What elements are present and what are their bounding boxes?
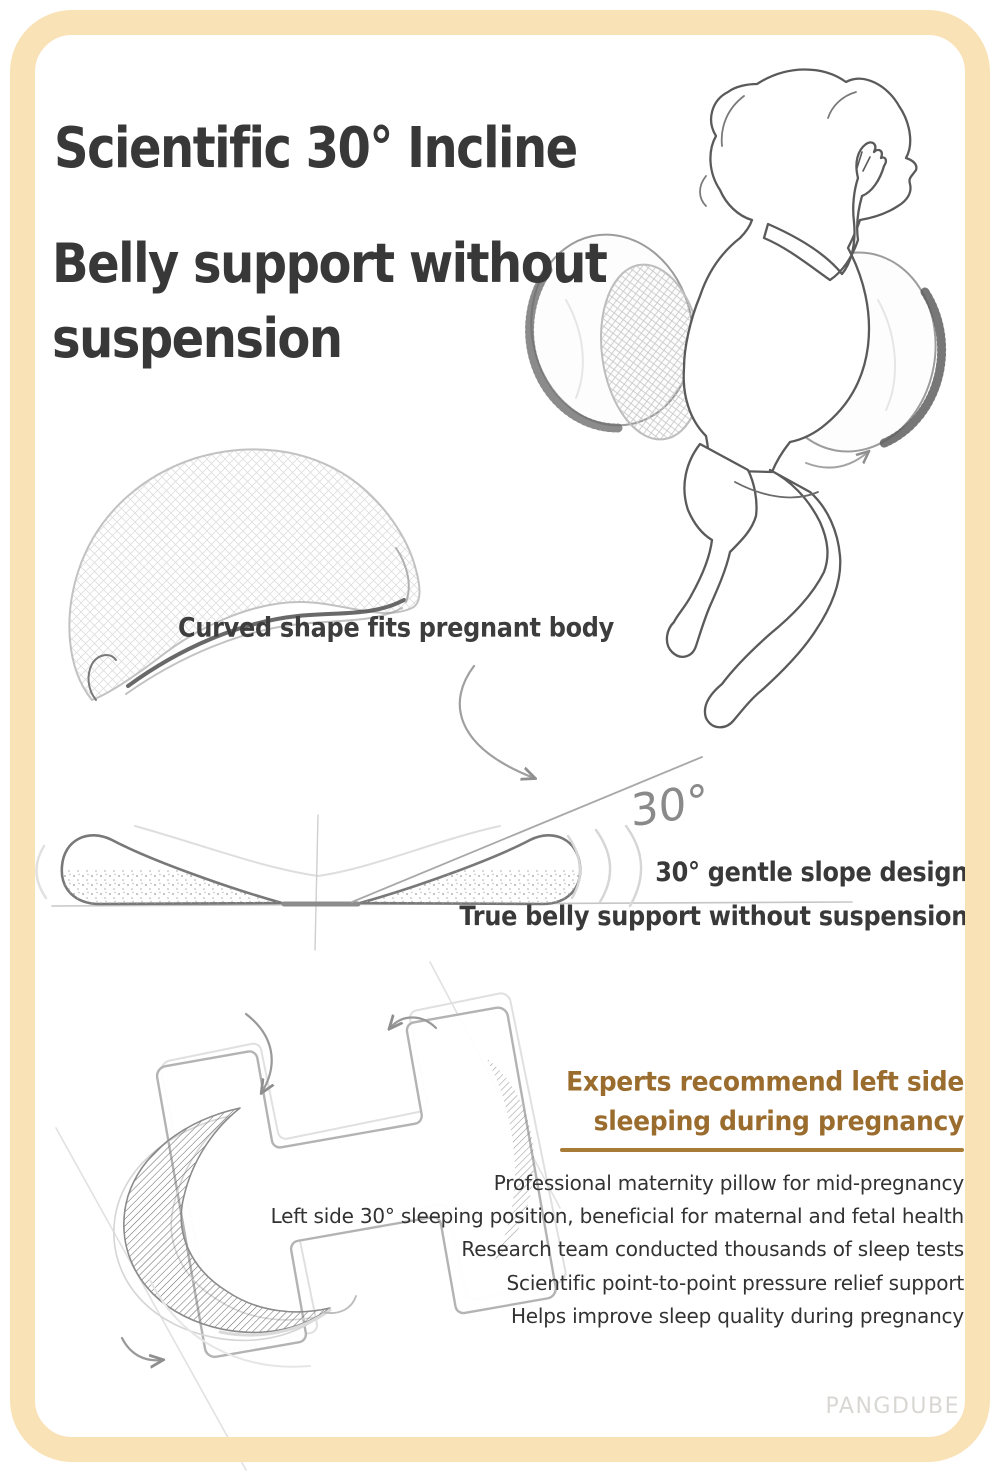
brand-watermark: PANGDUBE xyxy=(825,1394,960,1419)
curved-pillow-sketch xyxy=(68,448,421,701)
page-title: Scientific 30° Incline xyxy=(54,116,578,181)
benefit-item: Professional maternity pillow for mid-pr… xyxy=(493,1171,964,1195)
incline-line xyxy=(351,756,703,903)
page-subtitle: Belly support without suspension xyxy=(52,231,608,371)
expert-heading-line2: sleeping during pregnancy xyxy=(593,1105,965,1137)
benefit-list: Professional maternity pillow for mid-pr… xyxy=(270,1167,965,1333)
woman-body-outline xyxy=(665,68,918,729)
woman-side-sleeping-sketch xyxy=(525,68,947,729)
heading-underline xyxy=(560,1148,964,1152)
angle-annotation: 30° xyxy=(630,775,710,838)
h-pillow-sketch xyxy=(55,961,567,1471)
expert-heading-line1: Experts recommend left side xyxy=(566,1066,964,1097)
motion-arcs xyxy=(566,824,643,908)
crescent-wrap-sketch xyxy=(113,1107,357,1368)
curved-pillow-label: Curved shape fits pregnant body xyxy=(178,612,615,644)
benefit-item: Scientific point-to-point pressure relie… xyxy=(506,1270,965,1295)
arrow-top-right xyxy=(390,1018,438,1029)
arrow-bottom-left xyxy=(120,1336,162,1360)
slope-caption-2: True belly support without suspension xyxy=(459,901,968,932)
benefit-item: Research team conducted thousands of sle… xyxy=(461,1237,964,1262)
slope-caption-1: 30° gentle slope design xyxy=(655,857,968,888)
benefit-item: Left side 30° sleeping position, benefic… xyxy=(270,1204,965,1229)
arrow-top-left xyxy=(244,1012,272,1092)
expert-heading: Experts recommend left side sleeping dur… xyxy=(566,1062,964,1140)
benefit-item: Helps improve sleep quality during pregn… xyxy=(510,1303,964,1328)
down-arrow xyxy=(458,664,534,778)
